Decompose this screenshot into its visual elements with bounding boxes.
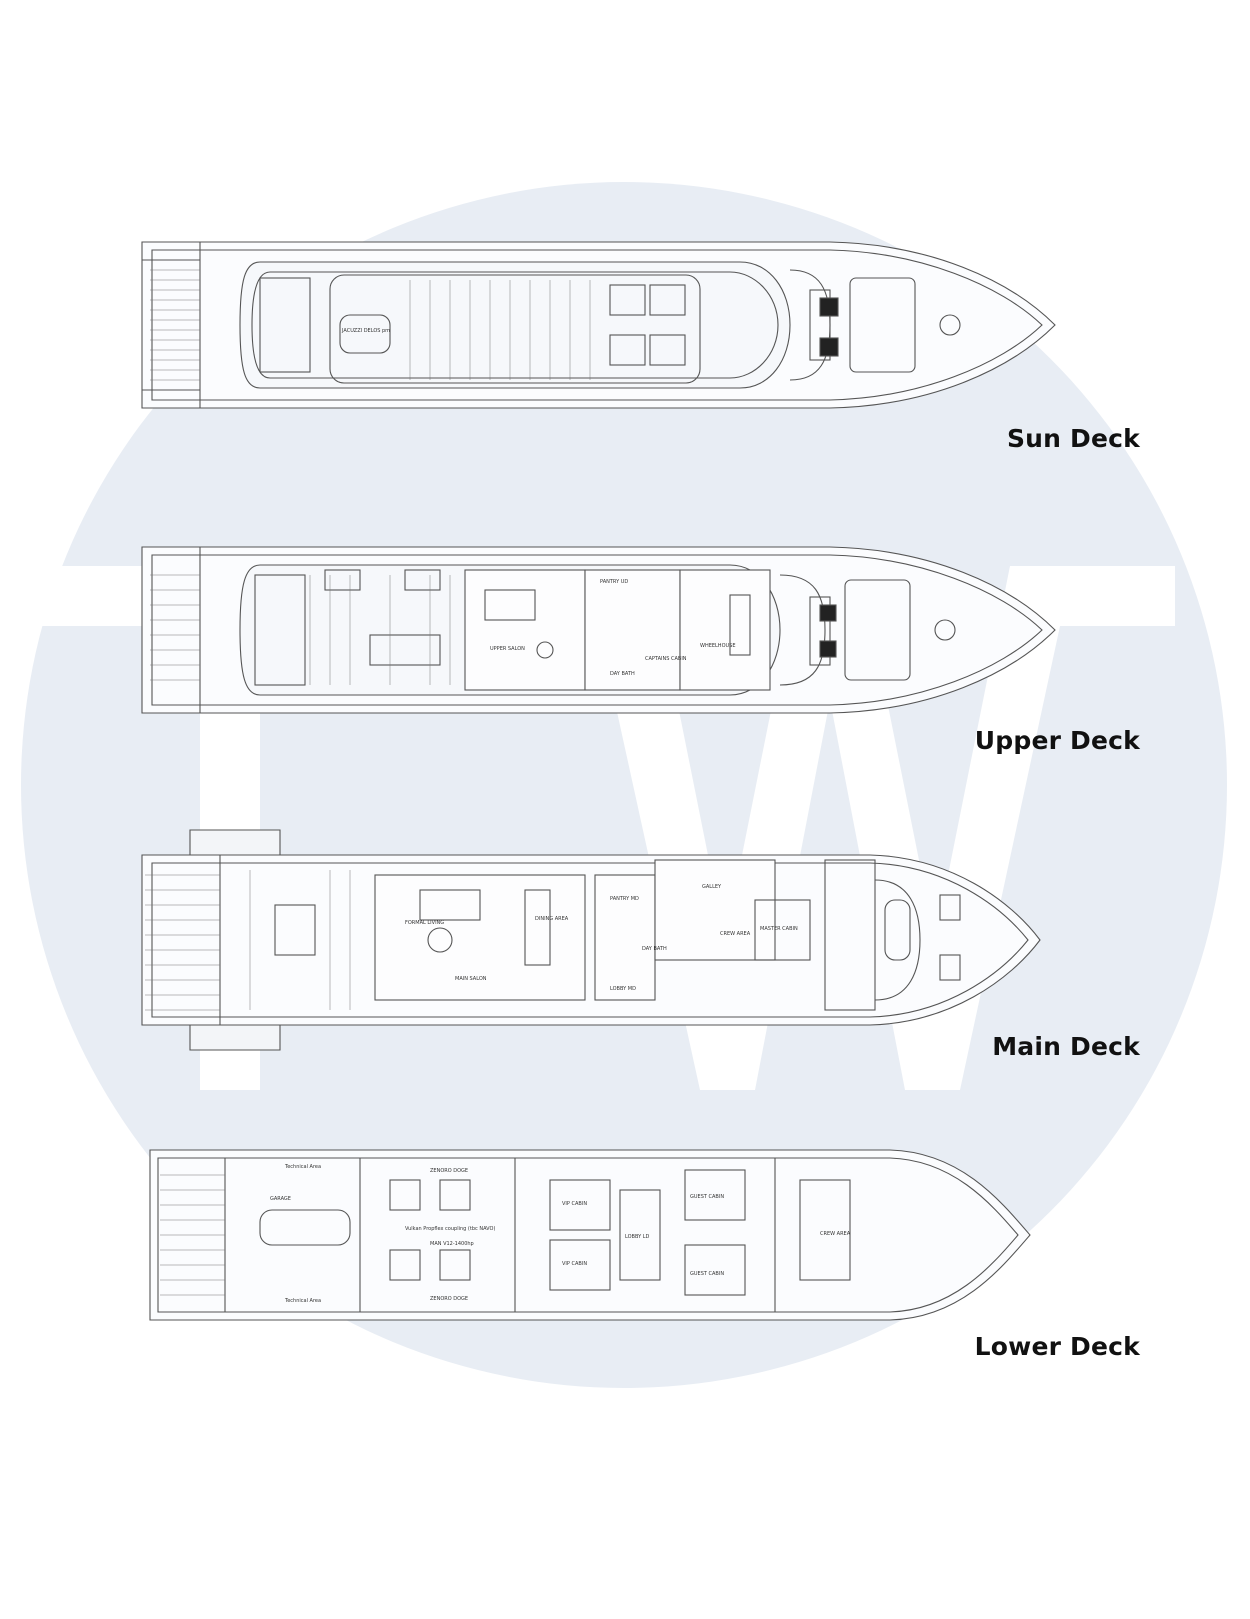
- deck-label-lower: Lower Deck: [974, 1332, 1140, 1361]
- room-label: DAY BATH: [610, 671, 635, 677]
- room-label: Technical Area: [284, 1298, 321, 1304]
- room-label: PANTRY MD: [610, 896, 639, 902]
- room-label: CREW AREA: [720, 931, 751, 937]
- deck-label-main: Main Deck: [992, 1032, 1140, 1061]
- room-label: CREW AREA: [820, 1231, 851, 1237]
- room-label: GARAGE: [270, 1196, 291, 1202]
- room-label: DINING AREA: [535, 916, 569, 922]
- room-label: PANTRY UD: [600, 579, 628, 585]
- room-label: MAIN SALON: [455, 976, 487, 982]
- room-label: GALLEY: [702, 884, 722, 890]
- deck-label-sun: Sun Deck: [1006, 424, 1140, 453]
- room-label: MASTER CABIN: [760, 926, 798, 932]
- room-label: MAN V12-1400hp: [430, 1241, 474, 1247]
- room-label: VIP CABIN: [562, 1261, 587, 1267]
- room-label: UPPER SALON: [490, 646, 525, 652]
- room-label: Vulkan Propflex coupling (tbc NAVO): [405, 1226, 495, 1232]
- room-label: DAY BATH: [642, 946, 667, 952]
- room-label: GUEST CABIN: [690, 1271, 724, 1277]
- room-label: LOBBY LD: [625, 1234, 650, 1240]
- room-label: ZENORO DOGE: [430, 1168, 468, 1174]
- main-deck-plan: FORMAL LIVING MAIN SALON DINING AREA PAN…: [141, 829, 1041, 1051]
- room-label: GUEST CABIN: [690, 1194, 724, 1200]
- room-label: ZENORO DOGE: [430, 1296, 468, 1302]
- deck-label-upper: Upper Deck: [974, 726, 1140, 755]
- room-label: Technical Area: [284, 1164, 321, 1170]
- room-label: JACUZZI DELOS pm: [341, 328, 390, 334]
- lower-deck-plan: Technical Area GARAGE Technical Area ZEN…: [149, 1149, 1031, 1321]
- upper-deck-plan: UPPER SALON PANTRY UD CAPTAINS CABIN DAY…: [141, 546, 1056, 714]
- sun-deck-plan: JACUZZI DELOS pm: [141, 241, 1056, 409]
- room-label: LOBBY MD: [610, 986, 636, 992]
- room-label: VIP CABIN: [562, 1201, 587, 1207]
- room-label: WHEELHOUSE: [700, 643, 736, 649]
- room-label: FORMAL LIVING: [405, 920, 444, 926]
- room-label: CAPTAINS CABIN: [645, 656, 687, 662]
